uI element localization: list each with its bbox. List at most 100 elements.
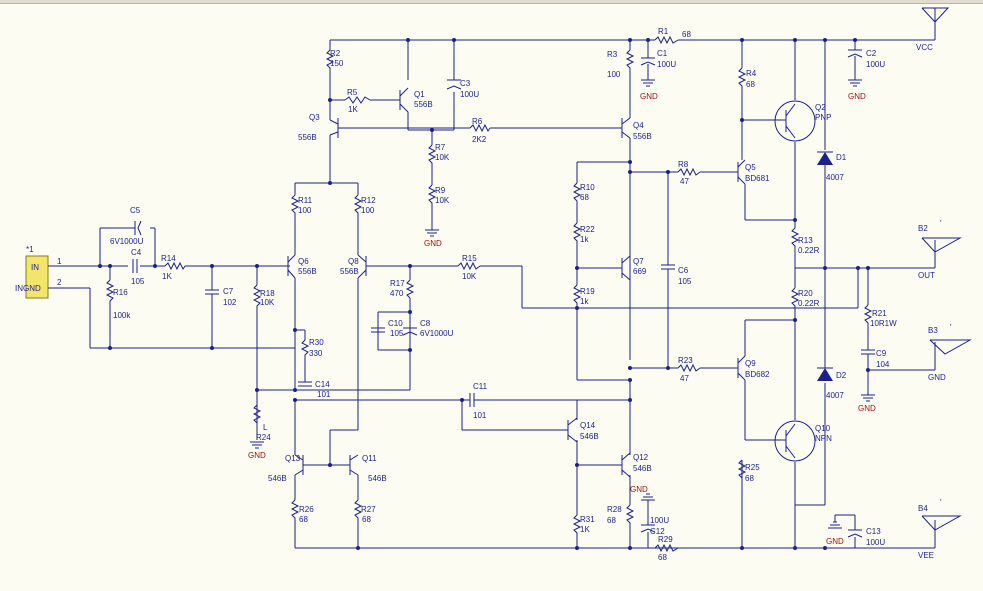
resistor-r30[interactable]: R30 330 — [295, 329, 324, 360]
output-wires — [741, 40, 935, 548]
r5-ref: R5 — [347, 88, 358, 97]
r31-ref: R31 — [580, 515, 595, 524]
transistor-q4[interactable]: Q4 556B — [615, 117, 652, 141]
r13-value: 0.22R — [798, 246, 820, 255]
capacitor-c5[interactable]: C5 6V1000U — [110, 206, 144, 246]
resistor-r27[interactable]: R27 68 — [353, 499, 376, 524]
capacitor-c1[interactable]: C1 100U — [640, 49, 676, 69]
q2-ref: Q2 — [815, 103, 826, 112]
capacitor-c4[interactable]: C4 105 — [131, 248, 145, 286]
port-b3-gnd[interactable]: B3 ' GND — [928, 323, 972, 382]
capacitor-c13[interactable]: C13 100U — [835, 514, 885, 548]
resistor-r14[interactable]: R14 1K — [161, 254, 186, 281]
transistor-q9[interactable]: Q9 BD682 — [732, 355, 770, 381]
transistor-q6[interactable]: Q6 556B — [287, 254, 317, 279]
resistor-r23[interactable]: R23 47 — [677, 356, 701, 383]
resistor-r15[interactable]: R15 10K — [457, 254, 481, 281]
r8-value: 47 — [680, 177, 689, 186]
capacitor-c8[interactable]: C8 6V1000U — [402, 319, 454, 338]
transistor-q12[interactable]: Q12 546B — [615, 452, 652, 478]
resistor-r8[interactable]: R8 47 — [677, 160, 701, 186]
c13-value: 100U — [866, 538, 885, 547]
capacitor-c7[interactable]: C7 102 — [205, 287, 237, 307]
diode-d1[interactable]: D1 4007 — [817, 151, 847, 182]
r6-value: 2K2 — [472, 135, 487, 144]
capacitor-c6[interactable]: C6 105 — [661, 264, 692, 286]
c4-value: 105 — [131, 277, 145, 286]
capacitor-c14[interactable]: C14 101 — [298, 360, 331, 399]
resistor-r5[interactable]: R5 1K — [344, 88, 371, 114]
resistor-r3[interactable]: R3 100 — [607, 49, 635, 79]
connector-pin2-label: INGND — [15, 284, 41, 293]
input-connector[interactable]: *1 IN INGND 1 2 — [15, 245, 62, 299]
c4-ref: C4 — [131, 248, 142, 257]
transistor-q10-npn[interactable]: Q10 NPN — [774, 420, 832, 462]
d1-ref: D1 — [836, 153, 847, 162]
capacitor-c9[interactable]: C9 104 — [861, 349, 890, 369]
resistor-r9[interactable]: R9 10K — [427, 184, 450, 205]
port-b2-out[interactable]: B2 ' OUT — [918, 219, 962, 280]
resistor-r31[interactable]: R31 1K — [572, 514, 595, 535]
r22-value: 1k — [580, 235, 589, 244]
resistor-r2[interactable]: R2 150 — [325, 49, 344, 70]
connector-pin2-num: 2 — [57, 278, 62, 287]
resistor-r12[interactable]: R12 100 — [353, 194, 376, 215]
resistor-r22[interactable]: R22 1k — [572, 222, 595, 244]
r18-ref: R18 — [260, 289, 275, 298]
resistor-r25[interactable]: R25 68 — [737, 459, 760, 483]
resistor-r7[interactable]: R7 10K — [427, 143, 450, 165]
port-b4-vee[interactable]: B4 ' VEE — [918, 498, 962, 560]
transistor-q13[interactable]: Q13 546B — [268, 454, 310, 483]
resistor-r21[interactable]: R21 10R1W — [863, 304, 897, 330]
upper-left-wires — [294, 39, 858, 431]
q5-value: BD681 — [745, 174, 770, 183]
r25-value: 68 — [745, 474, 754, 483]
transistor-q5[interactable]: Q5 BD681 — [732, 159, 770, 185]
resistor-r11[interactable]: R11 100 — [290, 194, 313, 215]
transistor-q1[interactable]: Q1 556B — [395, 87, 433, 113]
transistor-q2-pnp[interactable]: Q2 PNP — [774, 100, 831, 142]
resistor-r18[interactable]: R18 10K — [252, 284, 275, 310]
resistor-r28[interactable]: R28 68 — [607, 504, 635, 525]
resistor-r6[interactable]: R6 2K2 — [469, 117, 491, 144]
q7-ref: Q7 — [633, 257, 644, 266]
resistor-r16[interactable]: R16 100k — [105, 279, 131, 320]
r10-ref: R10 — [580, 183, 595, 192]
resistor-r1[interactable]: R1 68 — [654, 27, 691, 45]
resistor-r20[interactable]: R20 0.22R — [790, 287, 820, 310]
port-vcc[interactable]: VCC — [916, 7, 950, 52]
resistor-r19[interactable]: R19 1k — [572, 284, 595, 306]
transistor-q11[interactable]: Q11 546B — [349, 454, 387, 483]
svg-text:GND: GND — [424, 239, 442, 248]
q2-value: PNP — [815, 113, 831, 122]
resistor-r4[interactable]: R4 68 — [737, 67, 757, 90]
transistor-q8[interactable]: Q8 556B — [340, 254, 376, 279]
capacitor-c11[interactable]: C11 101 — [462, 382, 488, 420]
capacitor-c10[interactable]: C10 105 — [371, 319, 404, 338]
q7-value: 669 — [633, 267, 647, 276]
r2-value: 150 — [330, 59, 344, 68]
r15-value: 10K — [462, 272, 477, 281]
resistor-r29[interactable]: R29 68 — [654, 535, 679, 562]
q11-ref: Q11 — [362, 454, 377, 463]
resistor-r13[interactable]: R13 0.22R — [790, 227, 820, 255]
transistor-q3[interactable]: Q3 556B — [298, 113, 345, 142]
resistor-r26[interactable]: R26 68 — [290, 499, 314, 524]
r14-ref: R14 — [161, 254, 176, 263]
r25-ref: R25 — [745, 463, 760, 472]
resistor-r10[interactable]: R10 68 — [572, 182, 595, 203]
capacitor-c12[interactable]: 100U C12 — [640, 500, 669, 548]
c12-ref: C12 — [650, 527, 665, 536]
r2-ref: R2 — [330, 49, 341, 58]
capacitor-c3[interactable]: C3 100U — [446, 79, 479, 99]
diode-d2[interactable]: D2 4007 — [817, 367, 847, 400]
r18-value: 10K — [260, 298, 275, 307]
resistor-r17[interactable]: R17 470 — [390, 279, 415, 299]
r7-value: 10K — [435, 153, 450, 162]
transistor-q14[interactable]: Q14 546B — [560, 417, 599, 443]
r8-ref: R8 — [678, 160, 689, 169]
r14-value: 1K — [162, 272, 172, 281]
capacitor-c2[interactable]: C2 100U — [847, 49, 885, 69]
transistor-q7[interactable]: Q7 669 — [615, 255, 647, 281]
resistor-r24[interactable]: L R24 — [252, 404, 271, 442]
